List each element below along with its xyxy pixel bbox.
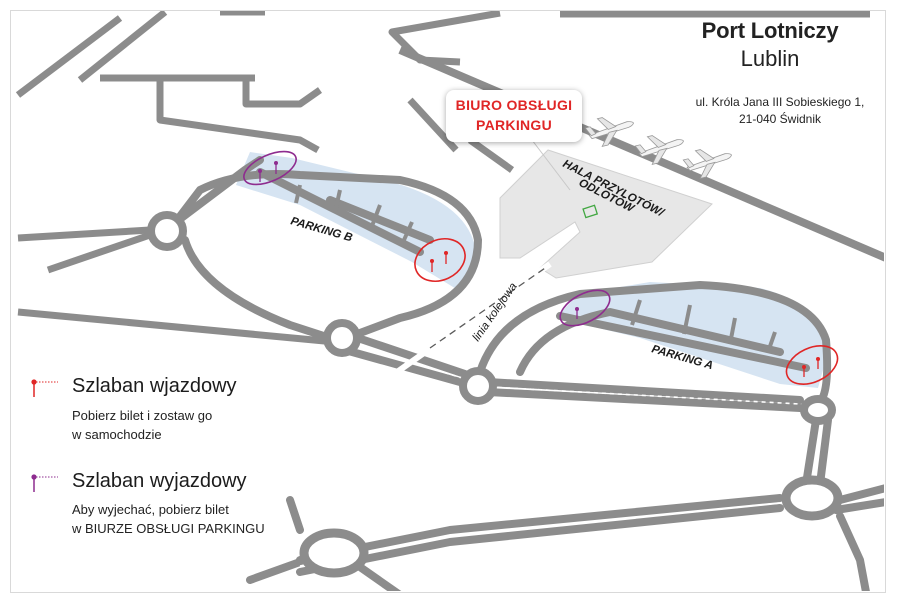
barrier-entry-b bbox=[414, 238, 466, 282]
legend-entry-text: Pobierz bilet i zostaw go w samochodzie bbox=[72, 406, 212, 444]
legend-entry-title: Szlaban wjazdowy bbox=[72, 375, 237, 397]
title-line2: Lublin bbox=[740, 46, 800, 71]
legend-exit-line2: w BIURZE OBSŁUGI PARKINGU bbox=[72, 521, 265, 536]
entry-barrier-symbol bbox=[31, 379, 58, 397]
parking-office-marker bbox=[582, 204, 599, 219]
parking-office-callout: BIURO OBSŁUGI PARKINGU bbox=[446, 90, 582, 142]
callout-pointer bbox=[531, 139, 571, 191]
address-line2: 21-040 Świdnik bbox=[738, 112, 822, 126]
exit-barrier-symbol bbox=[31, 474, 58, 492]
main-roads bbox=[164, 156, 884, 591]
callout-line2: PARKINGU bbox=[475, 117, 553, 133]
railway-line bbox=[378, 261, 552, 387]
legend-exit-title: Szlaban wyjazdowy bbox=[72, 470, 247, 492]
airport-title: Port Lotniczy Lublin bbox=[660, 18, 880, 72]
legend-exit-line1: Aby wyjechać, pobierz bilet bbox=[72, 502, 229, 517]
barrier-entry-a bbox=[785, 345, 839, 385]
parking-dividers bbox=[294, 184, 777, 353]
legend-entry-line2: w samochodzie bbox=[72, 427, 162, 442]
legend-entry-line1: Pobierz bilet i zostaw go bbox=[72, 408, 213, 423]
roundabouts bbox=[147, 211, 843, 578]
title-line1: Port Lotniczy bbox=[701, 18, 839, 43]
legend-exit-text: Aby wyjechać, pobierz bilet w BIURZE OBS… bbox=[72, 500, 265, 538]
outer-roads bbox=[15, 11, 870, 346]
barrier-exit-a bbox=[559, 289, 611, 327]
airport-address: ul. Króla Jana III Sobieskiego 1, 21-040… bbox=[690, 94, 870, 128]
callout-line1: BIURO OBSŁUGI bbox=[455, 97, 573, 113]
barrier-exit-b bbox=[243, 150, 297, 186]
address-line1: ul. Króla Jana III Sobieskiego 1, bbox=[695, 95, 865, 109]
